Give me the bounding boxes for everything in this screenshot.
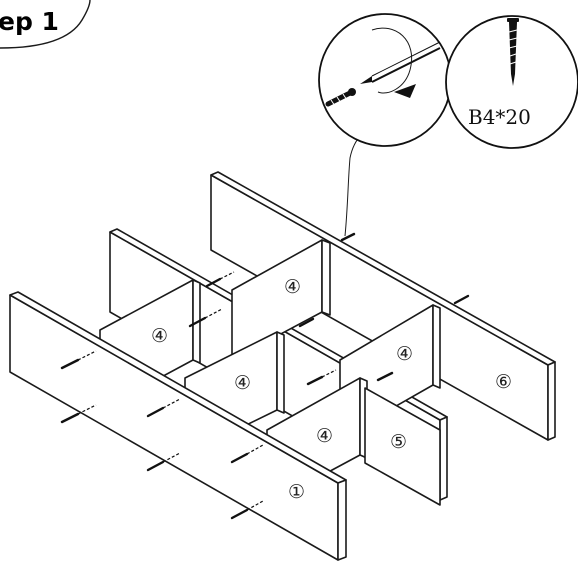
screw-mark [162,398,181,409]
panel-1: ① [9,291,347,561]
screw-detail-icon [507,18,519,86]
rotate-arrow-head [394,84,416,98]
screw-mark [246,500,264,511]
panel-5: ⑤ [364,387,441,506]
screw-mark [246,444,264,455]
screw-mark [230,452,249,464]
screw-mark [162,452,181,463]
screw-mark [298,317,315,328]
screw-mark [230,508,249,520]
screw-mark [205,277,222,288]
screw-mark [60,358,80,370]
screw-mark [188,316,207,328]
part-label-4e: ④ [316,425,333,447]
screw-mark [321,369,337,378]
screw-mark [146,406,165,418]
screwdriver-tip [360,76,372,84]
callout-leader [344,133,363,237]
screwdriver-callout [318,13,452,147]
step-badge: ep 1 [0,0,91,49]
screwdriver-shaft [371,47,441,83]
screw-mark [77,350,97,361]
divider-4-rear: ④ [231,239,331,361]
screw-icon [325,88,356,107]
part-label-4c: ④ [151,325,168,347]
screw-mark [453,294,470,305]
rotate-arrow [371,27,413,94]
part-label-4a: ④ [284,276,301,298]
screw-mark [77,404,97,415]
part-label-6: ⑥ [495,371,512,393]
screw-mark [204,308,223,319]
part-label-4d: ④ [234,372,251,394]
screw-marks [60,232,470,520]
step-title: ep 1 [0,7,59,36]
screw-spec-callout: B4*20 [445,15,578,149]
screw-mark [376,371,394,382]
screw-mark [60,412,80,424]
screw-spec-label: B4*20 [468,105,531,129]
screw-mark [306,375,324,386]
screw-mark [340,232,356,242]
part-label-1: ① [288,481,305,503]
screw-mark [219,271,235,280]
screw-mark [146,460,165,472]
part-label-5: ⑤ [390,431,407,453]
part-label-4b: ④ [396,343,413,365]
panel-6: ⑥ [210,171,556,441]
